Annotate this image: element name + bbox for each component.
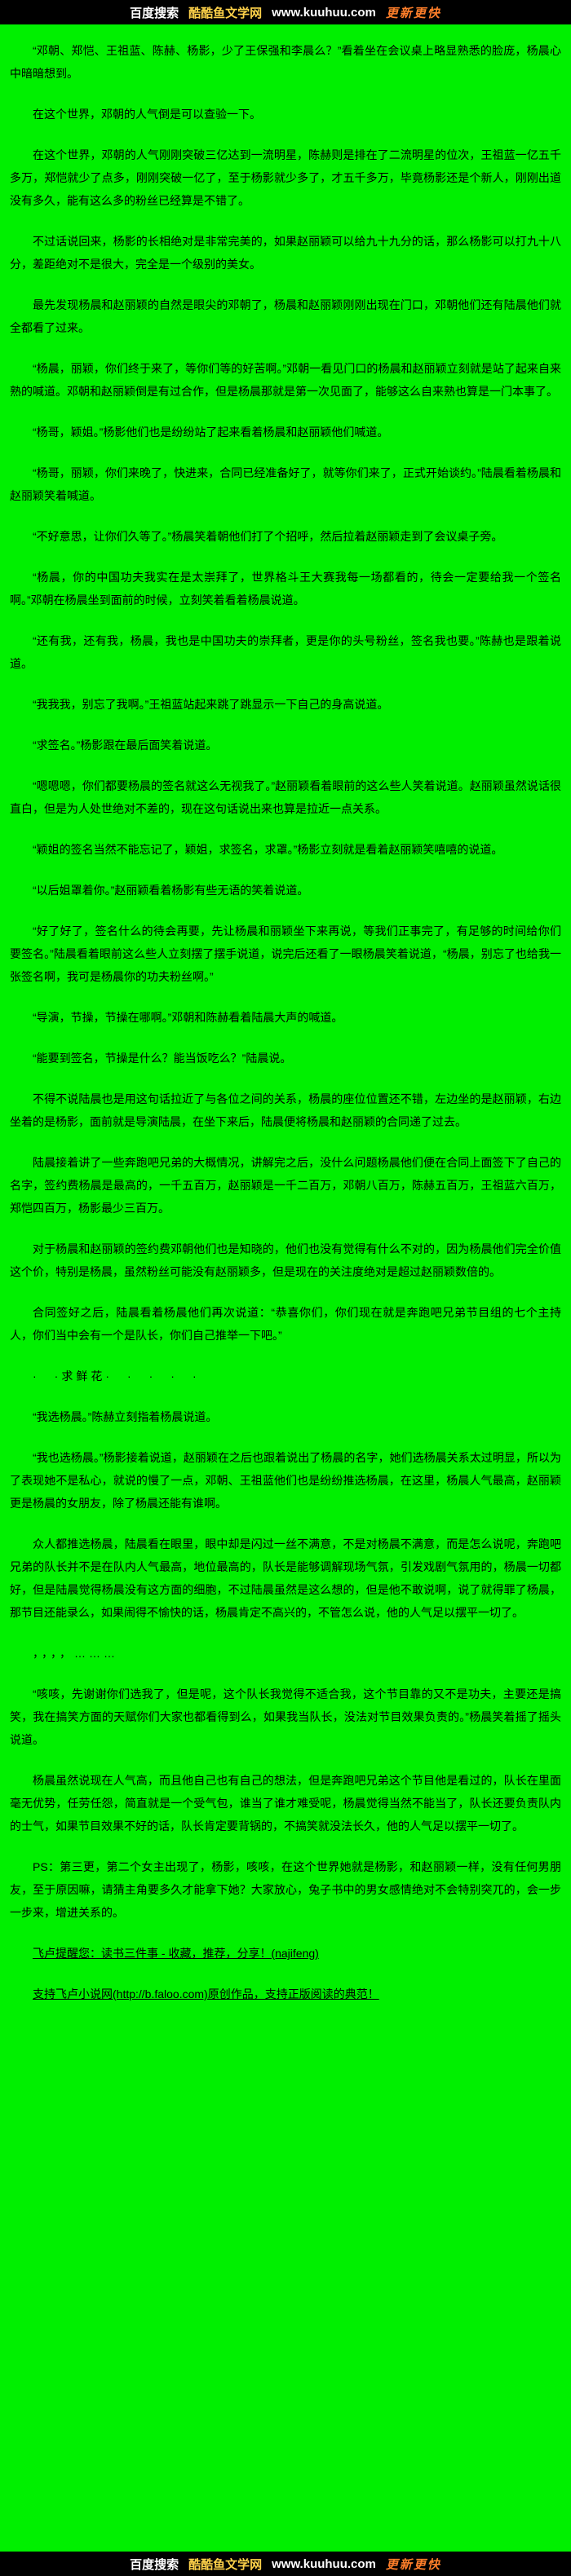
paragraph: “我选杨晨。”陈赫立刻指着杨晨说道。 bbox=[33, 1410, 218, 1423]
banner-prefix-text: 百度搜索 bbox=[130, 2557, 179, 2572]
paragraph: “杨哥，丽颖，你们来晚了，快进来，合同已经准备好了，就等你们来了，正式开始谈约。… bbox=[10, 466, 561, 502]
site-name-text: 酷酷鱼文学网 bbox=[188, 6, 263, 20]
footer-link-line[interactable]: 支持飞卢小说网(http://b.faloo.com)原创作品，支持正版阅读的典… bbox=[33, 1987, 379, 2000]
paragraph: “还有我，还有我，杨晨，我也是中国功夫的崇拜者，更是你的头号粉丝，签名我也要。”… bbox=[10, 634, 561, 670]
paragraph: “能要到签名，节操是什么？能当饭吃么？”陆晨说。 bbox=[33, 1052, 292, 1065]
paragraph: “杨晨，丽颖，你们终于来了，等你们等的好苦啊。”邓朝一看见门口的杨晨和赵丽颖立刻… bbox=[10, 362, 561, 398]
paragraph: “杨哥，颖姐。”杨影他们也是纷纷站了起来看着杨晨和赵丽颖他们喊道。 bbox=[33, 426, 389, 439]
paragraph: “邓朝、郑恺、王祖蓝、陈赫、杨影，少了王保强和李晨么？”看着坐在会议桌上略显熟悉… bbox=[10, 44, 561, 80]
paragraph: 合同签好之后，陆晨看着杨晨他们再次说道：“恭喜你们，你们现在就是奔跑吧兄弟节目组… bbox=[10, 1306, 561, 1342]
banner-prefix-text: 百度搜索 bbox=[130, 6, 179, 20]
paragraph: “不好意思，让你们久等了。”杨晨笑着朝他们打了个招呼，然后拉着赵丽颖走到了会议桌… bbox=[33, 530, 503, 543]
paragraph: 众人都推选杨晨，陆晨看在眼里，眼中却是闪过一丝不满意，不是对杨晨不满意，而是怎么… bbox=[10, 1537, 561, 1619]
banner-tagline-text: 更新更快 bbox=[385, 2557, 441, 2572]
paragraph: 不得不说陆晨也是用这句话拉近了与各位之间的关系，杨晨的座位位置还不错，左边坐的是… bbox=[10, 1092, 561, 1128]
paragraph: “我也选杨晨。”杨影接着说道，赵丽颖在之后也跟着说出了杨晨的名字，她们选杨晨关系… bbox=[10, 1451, 561, 1510]
paragraph: “嗯嗯嗯，你们都要杨晨的签名就这么无视我了。”赵丽颖看着眼前的这么些人笑着说道。… bbox=[10, 779, 561, 815]
top-banner: 百度搜索 酷酷鱼文学网 www.kuuhuu.com 更新更快 bbox=[0, 0, 571, 24]
paragraph: 杨晨虽然说现在人气高，而且他自己也有自己的想法，但是奔跑吧兄弟这个节目他是看过的… bbox=[10, 1774, 561, 1833]
separator-line: ，，，，……… bbox=[33, 1647, 118, 1660]
separator-line: · ·求鲜花· · · · · bbox=[33, 1370, 200, 1383]
paragraph: 在这个世界，邓朝的人气刚刚突破三亿达到一流明星，陈赫则是排在了二流明星的位次，王… bbox=[10, 148, 561, 207]
paragraph: 对于杨晨和赵丽颖的签约费邓朝他们也是知晓的，他们也没有觉得有什么不对的，因为杨晨… bbox=[10, 1242, 561, 1278]
paragraph: “好了好了，签名什么的待会再要，先让杨晨和丽颖坐下来再说，等我们正事完了，有足够… bbox=[10, 924, 561, 983]
banner-tagline-text: 更新更快 bbox=[385, 6, 441, 20]
paragraph: 陆晨接着讲了一些奔跑吧兄弟的大概情况，讲解完之后，没什么问题杨晨他们便在合同上面… bbox=[10, 1156, 561, 1215]
site-name-text: 酷酷鱼文学网 bbox=[188, 2557, 263, 2572]
paragraph: “杨晨，你的中国功夫我实在是太崇拜了，世界格斗王大赛我每一场都看的，待会一定要给… bbox=[10, 571, 561, 607]
paragraph: 在这个世界，邓朝的人气倒是可以查验一下。 bbox=[33, 108, 261, 121]
paragraph: “导演，节操，节操在哪啊。”邓朝和陈赫看着陆晨大声的喊道。 bbox=[33, 1011, 343, 1024]
site-url-link[interactable]: www.kuuhuu.com bbox=[272, 5, 376, 20]
paragraph: 不过话说回来，杨影的长相绝对是非常完美的，如果赵丽颖可以给九十九分的话，那么杨影… bbox=[10, 235, 561, 271]
paragraph: “咳咳，先谢谢你们选我了，但是呢，这个队长我觉得不适合我，这个节目靠的又不是功夫… bbox=[10, 1687, 561, 1746]
paragraph: “颖姐的签名当然不能忘记了，颖姐，求签名，求罩。”杨影立刻就是看着赵丽颖笑嘻嘻的… bbox=[33, 843, 503, 856]
footer-link-line[interactable]: 飞卢提醒您：读书三件事 - 收藏，推荐，分享！(najifeng) bbox=[33, 1947, 319, 1960]
article-body: “邓朝、郑恺、王祖蓝、陈赫、杨影，少了王保强和李晨么？”看着坐在会议桌上略显熟悉… bbox=[0, 24, 571, 2552]
paragraph: PS：第三更，第二个女主出现了，杨影，咳咳，在这个世界她就是杨影，和赵丽颖一样，… bbox=[10, 1860, 561, 1919]
site-url-link[interactable]: www.kuuhuu.com bbox=[272, 2556, 376, 2571]
bottom-banner: 百度搜索 酷酷鱼文学网 www.kuuhuu.com 更新更快 bbox=[0, 2552, 571, 2576]
paragraph: “以后姐罩着你。”赵丽颖看着杨影有些无语的笑着说道。 bbox=[33, 884, 309, 897]
paragraph: 最先发现杨晨和赵丽颖的自然是眼尖的邓朝了，杨晨和赵丽颖刚刚出现在门口，邓朝他们还… bbox=[10, 298, 561, 334]
paragraph: “求签名。”杨影跟在最后面笑着说道。 bbox=[33, 739, 218, 752]
paragraph: “我我我，别忘了我啊。”王祖蓝站起来跳了跳显示一下自己的身高说道。 bbox=[33, 698, 389, 711]
